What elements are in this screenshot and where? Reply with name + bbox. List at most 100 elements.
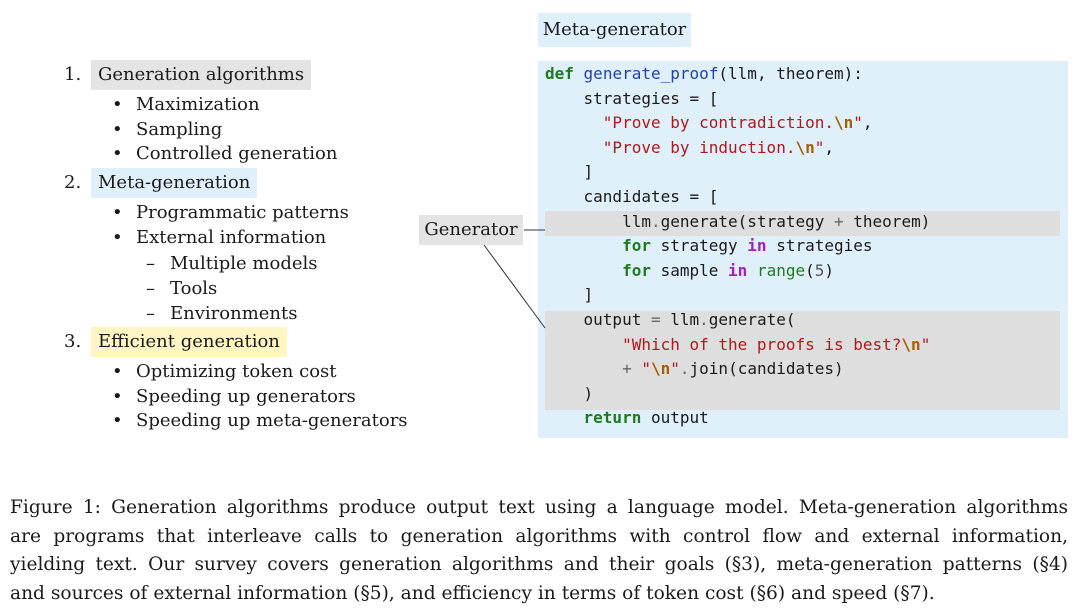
keyword-for: for: [622, 236, 651, 256]
dash-icon: –: [146, 278, 155, 299]
code-token: generate(: [708, 309, 796, 329]
code-line-def: def generate_proof(llm, theorem):: [545, 62, 930, 87]
generator-label: Generator: [419, 215, 523, 245]
caption-line: and sources of external information (§5)…: [10, 582, 935, 604]
code-line-candidates: candidates = [: [545, 186, 719, 206]
code-line-for-strategy: for strategy in strategies: [545, 234, 930, 259]
code-line-for-sample: for sample in range(5): [545, 259, 930, 284]
code-line-output: output = llm.generate(: [545, 308, 930, 333]
item-text: Controlled generation: [136, 143, 338, 164]
escape-seq: \n: [795, 137, 815, 157]
escape-seq: \n: [833, 113, 854, 133]
code-block: def generate_proof(llm, theorem): strate…: [545, 62, 930, 431]
operator: =: [650, 309, 661, 329]
code-token: llm: [622, 211, 651, 231]
string-quote: ": [670, 359, 680, 379]
code-token: strategies: [766, 236, 873, 256]
builtin-range: range: [756, 260, 806, 280]
section-title-generation-algorithms: Generation algorithms: [91, 60, 312, 90]
indent: [545, 408, 584, 427]
indent: [545, 212, 622, 231]
indent: [545, 335, 622, 354]
section-title-efficient-generation: Efficient generation: [91, 327, 287, 357]
code-line-close-paren: ): [545, 383, 594, 403]
operator: +: [834, 211, 844, 231]
paren: ): [824, 260, 835, 280]
code-token: join(candidates): [689, 359, 844, 379]
caption-line: Figure 1: Generation algorithms produce …: [10, 497, 1068, 518]
meta-generator-label: Meta-generator: [538, 13, 691, 47]
comma: ,: [862, 113, 873, 133]
item-text: Optimizing token cost: [136, 361, 337, 382]
dash-icon: –: [146, 303, 155, 324]
item-text: Speeding up generators: [136, 386, 356, 407]
code-token: theorem): [843, 211, 931, 231]
code-token: llm: [660, 309, 700, 329]
keyword-in: in: [747, 236, 767, 256]
item-text: External information: [136, 227, 327, 248]
section-title-meta-generation: Meta-generation: [91, 168, 258, 198]
keyword-for: for: [622, 260, 651, 280]
string-quote: ": [853, 113, 863, 133]
bullet-icon: •: [112, 202, 123, 223]
code-line-string: "Prove by contradiction.\n",: [545, 111, 930, 136]
string-quote: ": [920, 334, 931, 354]
string-quote: ": [641, 359, 651, 379]
dash-icon: –: [146, 253, 155, 274]
escape-seq: \n: [901, 334, 921, 354]
bullet-icon: •: [112, 143, 123, 164]
function-args: (llm, theorem):: [718, 64, 863, 83]
code-token: .: [679, 359, 690, 379]
bullet-icon: •: [112, 386, 123, 407]
indent: [545, 359, 622, 378]
bullet-icon: •: [112, 119, 123, 140]
indent: [545, 236, 622, 255]
item-text: Speeding up meta-generators: [136, 410, 408, 431]
indent: [545, 138, 603, 157]
figure-caption: Figure 1: Generation algorithms produce …: [10, 494, 1068, 608]
code-line-join: + "\n".join(candidates): [545, 357, 930, 382]
function-name: generate_proof: [583, 64, 719, 83]
code-token: .: [650, 211, 661, 231]
section-number: 1.: [64, 64, 82, 85]
keyword-def: def: [545, 64, 574, 83]
comma: ,: [824, 137, 834, 157]
paren: (: [805, 260, 815, 280]
string-literal: "Prove by contradiction.: [602, 113, 834, 133]
bullet-icon: •: [112, 410, 123, 431]
code-token: generate(strategy: [660, 211, 834, 231]
code-token: strategy: [650, 236, 748, 256]
string-quote: ": [814, 137, 825, 157]
string-literal: "Which of the proofs is best?: [622, 334, 902, 354]
code-token: sample: [650, 260, 729, 280]
code-token: output: [583, 309, 651, 329]
number-literal: 5: [814, 260, 825, 280]
sub-item-text: Multiple models: [170, 253, 318, 274]
space: [747, 261, 757, 280]
escape-seq: \n: [650, 359, 671, 379]
section-number: 2.: [64, 172, 82, 193]
space: [632, 359, 642, 378]
caption-line: are programs that interleave calls to ge…: [10, 525, 1068, 547]
keyword-return: return: [583, 408, 642, 428]
sub-item-text: Tools: [170, 278, 218, 299]
keyword-in: in: [728, 260, 748, 280]
item-text: Sampling: [136, 119, 223, 140]
bullet-icon: •: [112, 227, 123, 248]
generator-highlight-candidates: [545, 211, 1060, 236]
indent: [545, 310, 584, 329]
code-line-strategies: strategies = [: [545, 88, 719, 108]
section-number: 3.: [64, 331, 82, 352]
code-line-string: "Prove by induction.\n",: [545, 136, 930, 161]
code-token: output: [641, 408, 709, 428]
code-line-close-bracket: ]: [545, 285, 594, 305]
caption-line: yielding text. Our survey covers generat…: [10, 554, 1068, 575]
sub-item-text: Environments: [170, 303, 298, 324]
bullet-icon: •: [112, 361, 123, 382]
operator: +: [622, 359, 632, 379]
code-line-return: return output: [545, 406, 930, 431]
string-literal: "Prove by induction.: [602, 137, 796, 157]
indent: [545, 261, 622, 280]
outline: 1. Generation algorithms • Maximization …: [0, 0, 420, 450]
code-line-string: "Which of the proofs is best?\n": [545, 333, 930, 358]
